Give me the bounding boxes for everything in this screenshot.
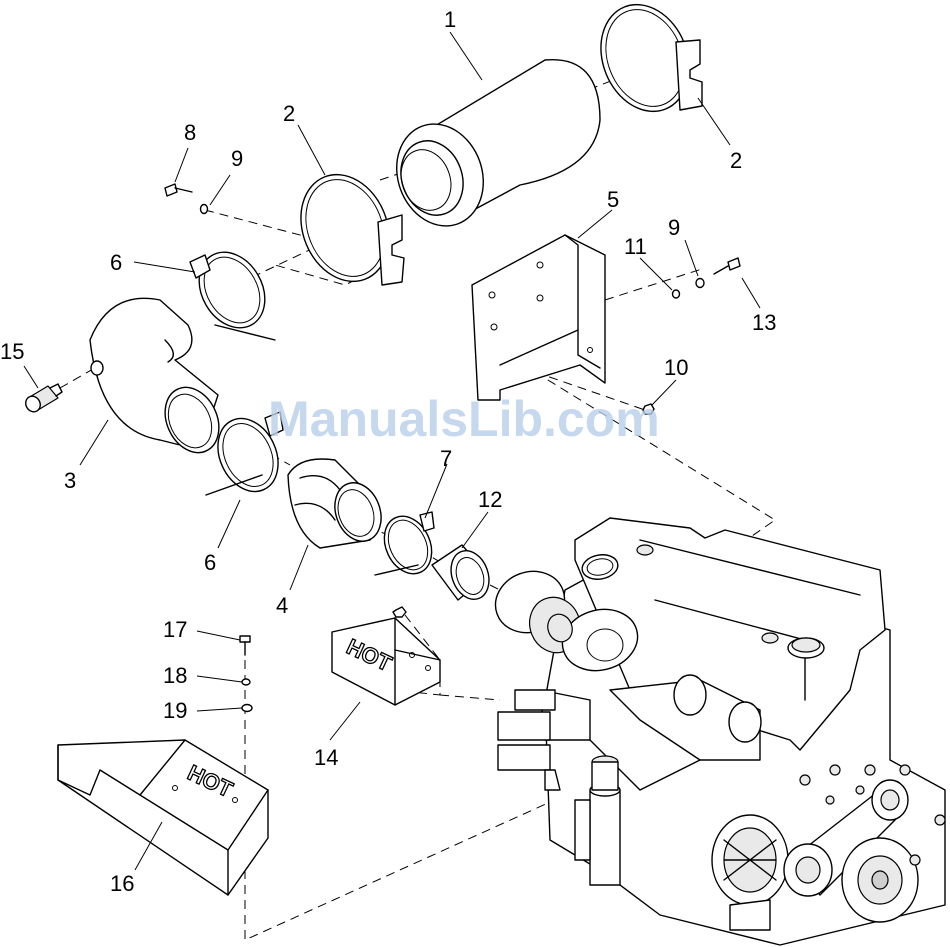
callout-9-right: 9 [668, 215, 680, 240]
callout-17: 17 [163, 617, 187, 642]
callout-12: 12 [478, 487, 502, 512]
callout-4: 4 [276, 593, 288, 618]
callout-2-rear-band: 2 [730, 148, 742, 173]
watermark: ManualsLib.com [268, 391, 660, 447]
hose-clamp-upper [186, 240, 278, 340]
air-cleaner-canister [383, 60, 600, 239]
heat-shield-large [58, 740, 268, 895]
callout-6-lower: 6 [204, 550, 216, 575]
screw-17 [240, 636, 250, 655]
callout-6-upper: 6 [110, 250, 122, 275]
hardware-bolt-13 [714, 258, 740, 274]
callout-18: 18 [163, 663, 187, 688]
callout-13: 13 [752, 310, 776, 335]
engine-assembly [487, 518, 945, 945]
adapter-ring [432, 545, 495, 605]
callout-11: 11 [624, 234, 647, 259]
washer-9-left [201, 205, 208, 214]
callout-16: 16 [110, 871, 134, 896]
hardware-bolt-8 [165, 184, 192, 196]
mounting-band-rear [585, 0, 704, 125]
callout-15: 15 [0, 339, 24, 364]
sensor-15 [23, 384, 62, 414]
callout-8: 8 [184, 120, 196, 145]
callout-2-front-band: 2 [283, 101, 295, 126]
washer-9-right [696, 279, 704, 288]
callout-5: 5 [607, 187, 619, 212]
callout-3: 3 [64, 468, 76, 493]
rubber-elbow [90, 298, 229, 461]
bellows-hose [288, 459, 389, 548]
callout-1: 1 [444, 7, 456, 32]
callout-10: 10 [664, 355, 688, 380]
mounting-band-front [285, 161, 404, 294]
callout-14: 14 [314, 745, 338, 770]
lock-washer-18 [242, 679, 250, 685]
flat-washer-19 [242, 705, 252, 712]
mounting-bracket [472, 235, 605, 400]
lock-washer-11 [673, 290, 680, 298]
hose-clamp-7 [375, 509, 441, 582]
callout-7: 7 [440, 446, 452, 471]
callout-19: 19 [163, 698, 187, 723]
callout-9-left: 9 [231, 146, 243, 171]
